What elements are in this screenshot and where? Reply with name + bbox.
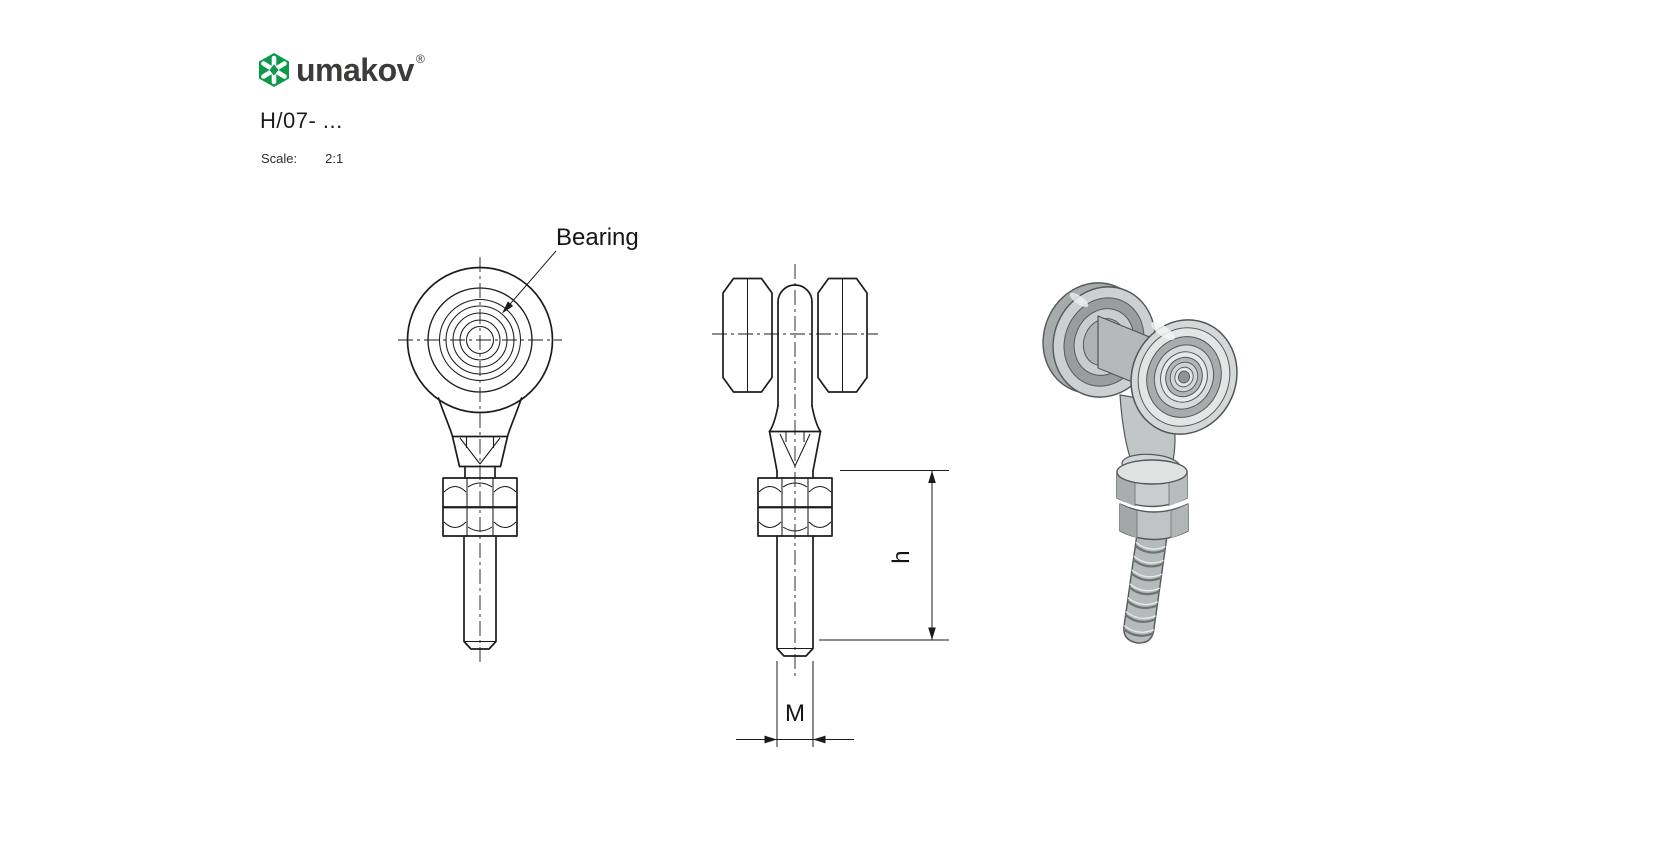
- front-view: Bearing: [398, 224, 639, 662]
- side-threaded-stud: [776, 535, 814, 657]
- umakov-logo-icon: [259, 53, 289, 87]
- dimension-h: h: [819, 470, 949, 641]
- scale-row: Scale: 2:1: [261, 151, 343, 166]
- iso-thread-ridges: [1122, 541, 1166, 637]
- scale-label: Scale:: [261, 151, 298, 166]
- iso-view: [1042, 282, 1238, 644]
- dim-m-label: M: [785, 700, 805, 727]
- iso-nut-upper: [1116, 459, 1188, 508]
- front-nuts: [442, 477, 518, 537]
- dim-m-arrow-right-icon: [764, 735, 777, 744]
- bearing-callout: Bearing: [502, 224, 639, 314]
- logo-core: [269, 64, 279, 76]
- side-wheel-left: [722, 277, 773, 393]
- front-threaded-stud: [463, 535, 497, 650]
- iso-threaded-stud: [1122, 532, 1168, 644]
- dim-h-label: h: [888, 550, 915, 563]
- registered-mark-icon: ®: [415, 52, 425, 66]
- bearing-label: Bearing: [556, 224, 639, 251]
- dimension-m: M: [736, 661, 854, 747]
- brand-logo: umakov ®: [257, 52, 425, 88]
- side-rod-end-body: [768, 284, 822, 479]
- dim-h-arrow-down-icon: [928, 627, 936, 640]
- front-wheel-and-bearing: [406, 266, 554, 414]
- dim-h-arrow-up-icon: [928, 470, 936, 483]
- scale-value: 2:1: [325, 151, 344, 166]
- bearing-leader-line: [504, 250, 557, 311]
- brand-name: umakov: [296, 52, 414, 88]
- side-view: h M: [712, 264, 949, 747]
- front-rod-end-neck: [437, 397, 523, 479]
- side-wheel-right: [817, 277, 868, 393]
- iso-nut-lower: [1119, 503, 1189, 541]
- iso-front-wheel: [1130, 319, 1238, 435]
- part-number: H/07- ...: [260, 108, 343, 133]
- dim-m-arrow-left-icon: [813, 735, 826, 744]
- side-nuts: [757, 477, 833, 537]
- bearing-leader-arrow-icon: [502, 301, 514, 314]
